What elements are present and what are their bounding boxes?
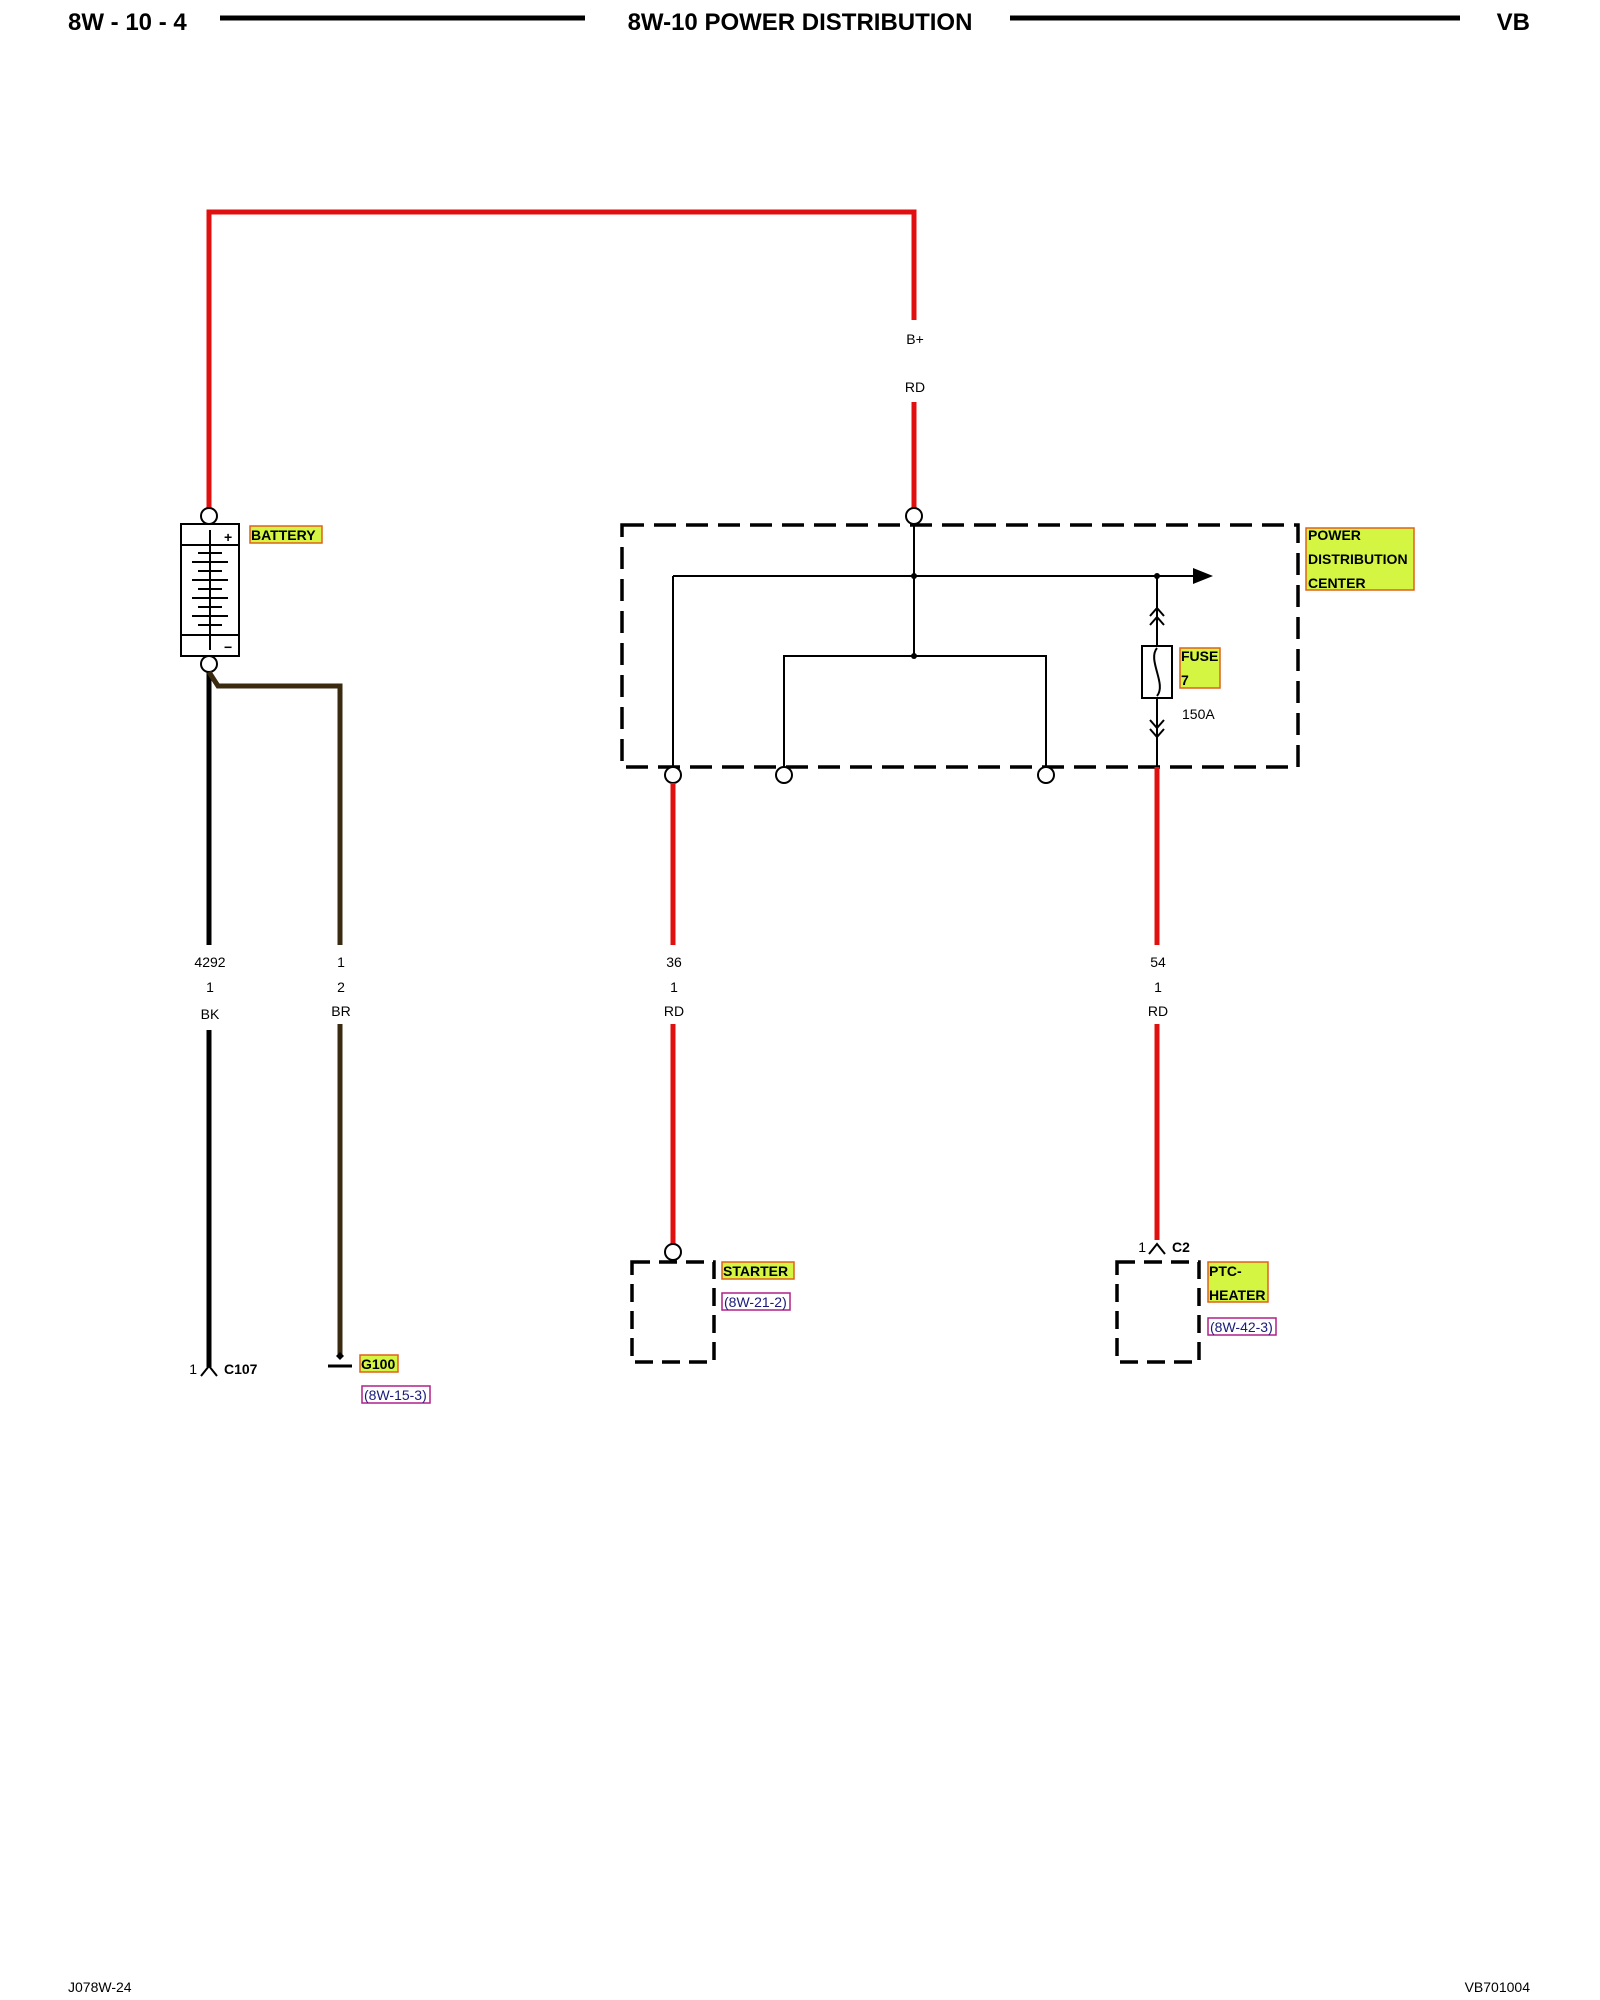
ground-icon: [328, 1352, 352, 1368]
fuse-top-connector-icon: [1149, 606, 1165, 626]
c107-label: C107: [224, 1361, 258, 1377]
pdc-label-line1: POWER: [1308, 527, 1361, 543]
pdc-sub-bus: [783, 655, 1047, 767]
pdc-terminal-3: [1037, 766, 1055, 784]
wire-4292-circuit: 4292: [194, 954, 225, 970]
ptc-ref-box: [1207, 1317, 1277, 1336]
wire-54-circuit: 54: [1150, 954, 1166, 970]
battery-plus: +: [224, 529, 232, 545]
c2-connector-icon: [1148, 1242, 1166, 1255]
footer-right-code: VB701004: [1465, 1979, 1531, 1995]
starter-label: STARTER: [723, 1263, 788, 1279]
c2-pin: 1: [1138, 1239, 1146, 1255]
battery-negative-terminal: [200, 655, 218, 673]
starter-terminal: [664, 1243, 682, 1261]
g100-label: G100: [361, 1356, 395, 1372]
page-number: 8W - 10 - 4: [68, 9, 187, 36]
fuse-number: 7: [1181, 672, 1189, 688]
battery-brown-wire-upper: [206, 670, 343, 945]
c107-connector-icon: [200, 1364, 218, 1377]
pdc-label-line3: CENTER: [1308, 575, 1366, 591]
pdc-boundary: [620, 523, 1300, 769]
pdc-terminal-starter: [664, 766, 682, 784]
wire-1-pin: 2: [337, 979, 345, 995]
pdc-terminal-2: [775, 766, 793, 784]
fuse-bottom-connector-icon: [1149, 719, 1165, 739]
wire-36-color: RD: [664, 1003, 684, 1019]
ptc-heater-component: [1115, 1260, 1201, 1364]
battery-symbol: [180, 523, 240, 657]
bplus-label: B+: [906, 331, 924, 347]
pdc-bplus-terminal: [905, 507, 923, 525]
battery-minus: −: [224, 639, 232, 655]
wire-4292-color: BK: [201, 1006, 220, 1022]
page-title: 8W-10 POWER DISTRIBUTION: [628, 9, 973, 36]
c2-label: C2: [1172, 1239, 1190, 1255]
pdc-label-line2: DISTRIBUTION: [1308, 551, 1408, 567]
starter-component: [630, 1260, 716, 1364]
starter-ref-box: [721, 1292, 791, 1311]
g100-ref-box: [361, 1385, 431, 1404]
wire-54-color: RD: [1148, 1003, 1168, 1019]
wire-36-pin: 1: [670, 979, 678, 995]
wire-4292-pin: 1: [206, 979, 214, 995]
g100-label-highlight: [359, 1354, 399, 1373]
fuse-element: [1153, 647, 1161, 697]
pdc-label-highlight: [1305, 527, 1415, 591]
bplus-wire: [206, 209, 917, 515]
ptc-label-highlight: [1207, 1261, 1269, 1303]
fuse-label: FUSE: [1181, 648, 1218, 664]
battery-positive-terminal: [200, 507, 218, 525]
wire-54-pin: 1: [1154, 979, 1162, 995]
battery-label: BATTERY: [251, 527, 316, 543]
fuse-rating: 150A: [1182, 706, 1215, 722]
bus-junction: [911, 573, 917, 579]
wire-1-color: BR: [331, 1003, 350, 1019]
ptc-ref-link[interactable]: (8W-42-3): [1210, 1319, 1273, 1335]
wire-1-circuit: 1: [337, 954, 345, 970]
bplus-color: RD: [905, 379, 925, 395]
footer-left-code: J078W-24: [68, 1979, 132, 1995]
wire-36-circuit: 36: [666, 954, 682, 970]
ptc-label-line1: PTC-: [1209, 1263, 1242, 1279]
c107-pin: 1: [189, 1361, 197, 1377]
header-code: VB: [1497, 9, 1530, 36]
ptc-label-line2: HEATER: [1209, 1287, 1266, 1303]
starter-ref-link[interactable]: (8W-21-2): [724, 1294, 787, 1310]
g100-ref-link[interactable]: (8W-15-3): [364, 1387, 427, 1403]
sub-bus-junction: [911, 653, 917, 659]
bus-arrow-icon: [1193, 568, 1213, 584]
battery-label-highlight: [249, 525, 323, 544]
starter-label-highlight: [721, 1261, 795, 1280]
fuse-label-highlight: [1179, 647, 1221, 689]
